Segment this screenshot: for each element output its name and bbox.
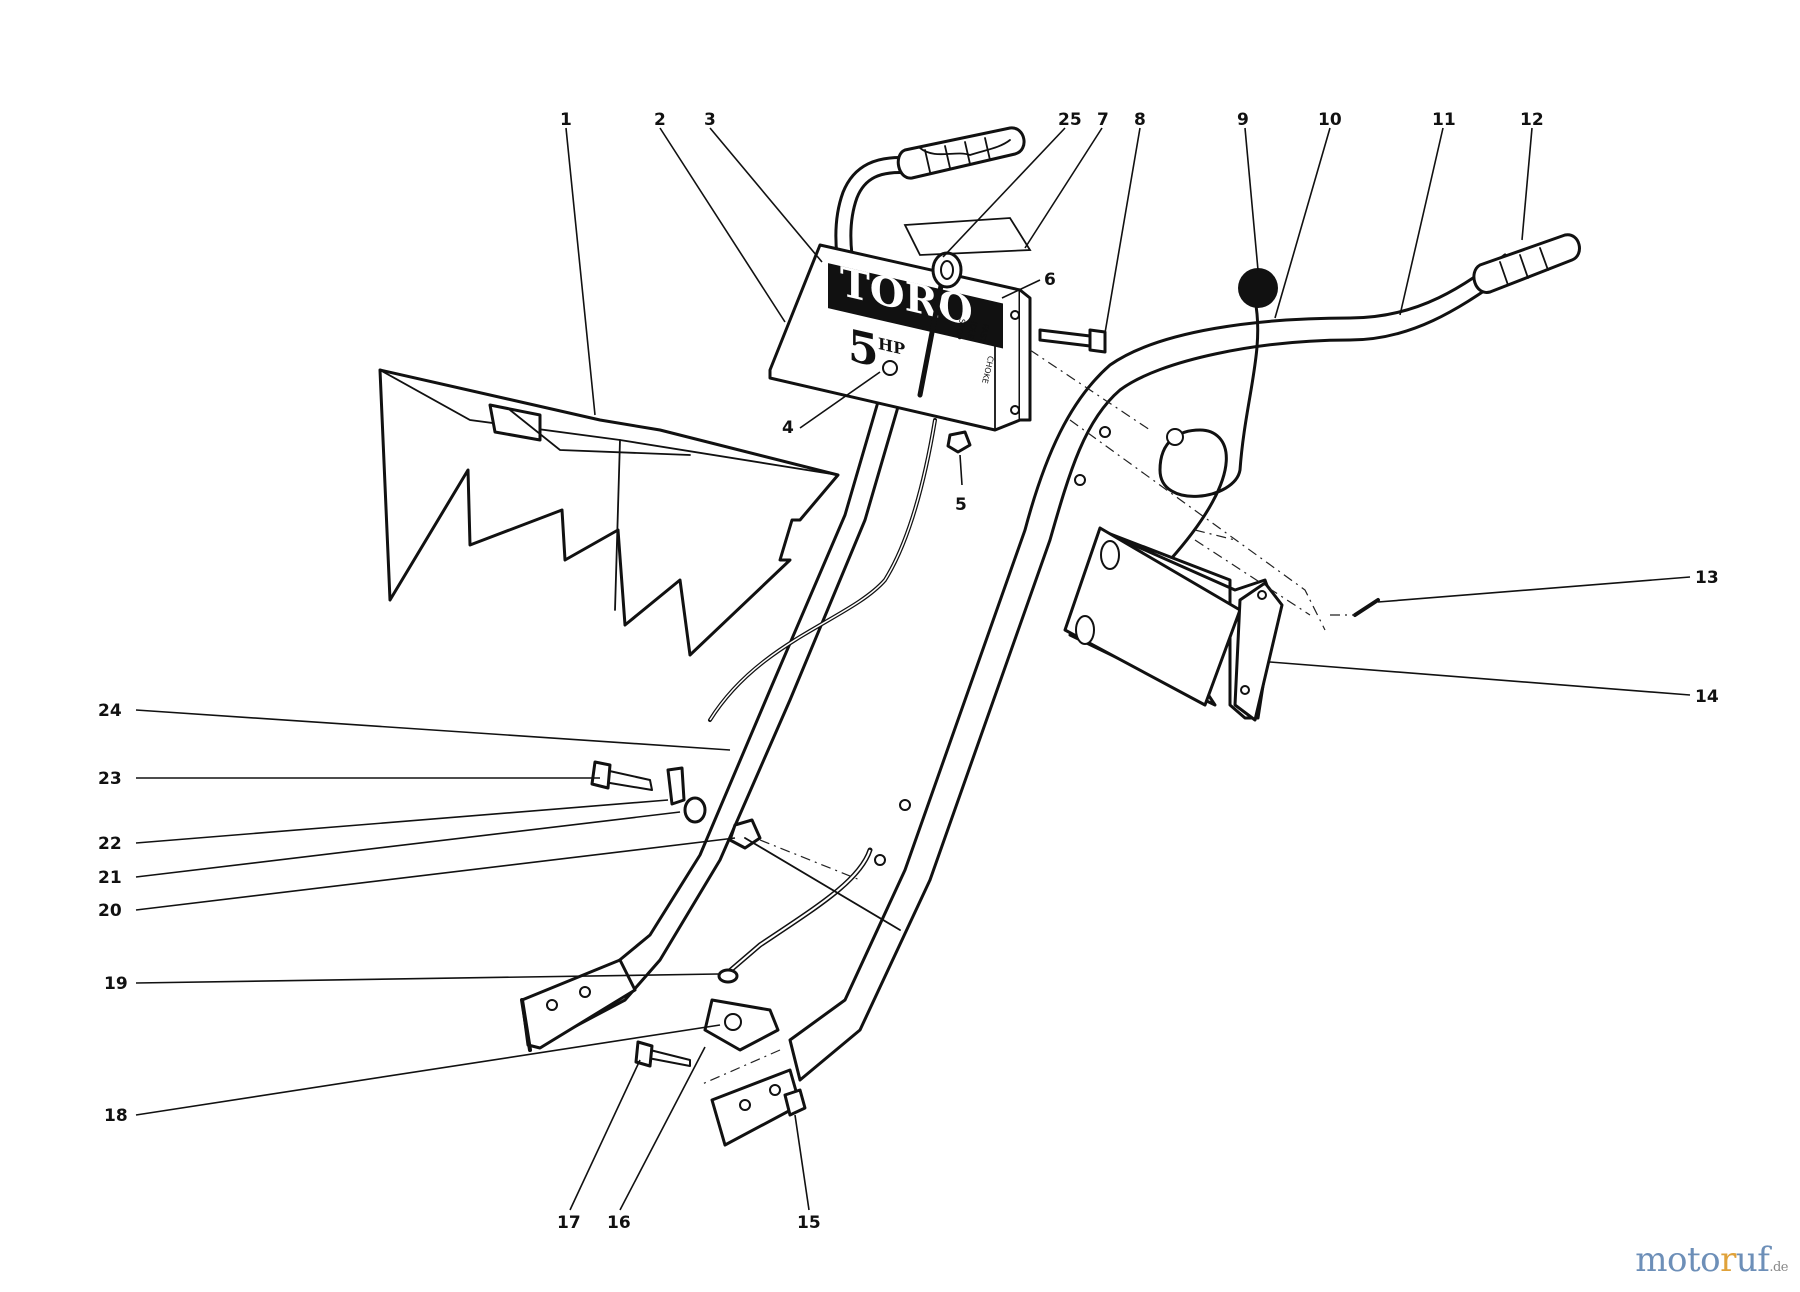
callout-14: 14 <box>1695 687 1719 707</box>
watermark-part-b: r <box>1720 1240 1736 1280</box>
callout-13: 13 <box>1695 568 1719 588</box>
watermark-part-c: uf <box>1735 1240 1770 1280</box>
callout-18: 18 <box>104 1106 128 1126</box>
callout-25: 25 <box>1058 110 1082 130</box>
callout-9: 9 <box>1237 110 1249 130</box>
throttle-idle: IDLE <box>966 320 979 340</box>
shift-bracket <box>1063 526 1284 722</box>
callout-5: 5 <box>955 495 967 515</box>
callout-20: 20 <box>98 901 122 921</box>
shift-lever <box>1158 268 1278 562</box>
callout-8: 8 <box>1134 110 1146 130</box>
watermark-logo: motoruf.de <box>1635 1240 1788 1280</box>
callout-11: 11 <box>1432 110 1456 130</box>
callout-2: 2 <box>654 110 666 130</box>
callout-1: 1 <box>560 110 572 130</box>
callout-19: 19 <box>104 974 128 994</box>
chute-shield <box>378 368 840 657</box>
linkage-rod <box>634 847 873 1068</box>
callout-4: 4 <box>782 418 794 438</box>
fasteners <box>590 598 1380 931</box>
callout-22: 22 <box>98 834 122 854</box>
right-handle <box>710 233 1581 1147</box>
callout-12: 12 <box>1520 110 1544 130</box>
callout-labels: 1 2 3 4 5 6 7 8 9 10 11 12 13 14 15 16 1… <box>98 110 1719 1233</box>
callout-3: 3 <box>704 110 716 130</box>
assembly-lines <box>699 349 1355 1086</box>
callout-7: 7 <box>1097 110 1109 130</box>
callout-6: 6 <box>1044 270 1056 290</box>
leader-lines <box>135 127 1691 1211</box>
callout-23: 23 <box>98 769 122 789</box>
callout-16: 16 <box>607 1213 631 1233</box>
callout-10: 10 <box>1318 110 1342 130</box>
callout-15: 15 <box>797 1213 821 1233</box>
callout-17: 17 <box>557 1213 581 1233</box>
watermark-tld: .de <box>1769 1260 1788 1275</box>
throttle-fast: FAST <box>977 323 990 344</box>
callout-24: 24 <box>98 701 122 721</box>
callout-21: 21 <box>98 868 122 888</box>
watermark-part-a: moto <box>1635 1240 1721 1280</box>
hp-number: 5 <box>848 319 879 378</box>
control-panel: TORO 5 HP STOP IDLE FAST CHOKE <box>768 217 1107 454</box>
